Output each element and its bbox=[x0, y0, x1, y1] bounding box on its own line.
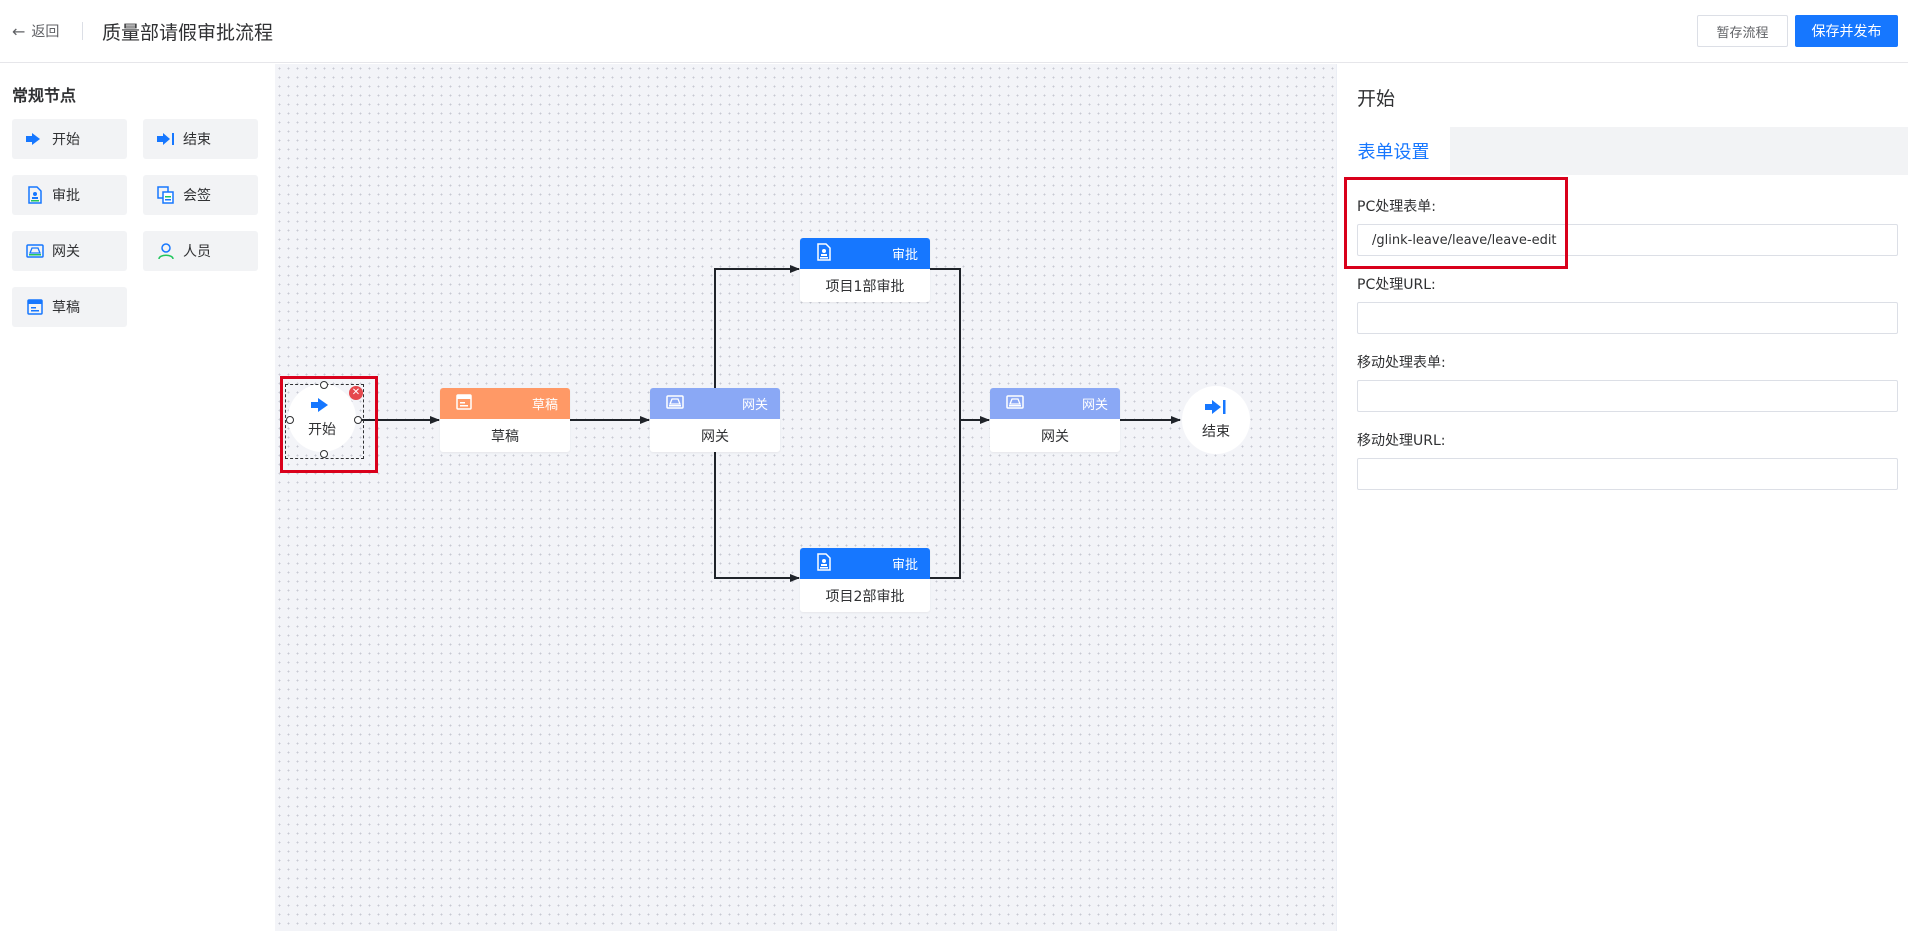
palette-item-person[interactable]: 人员 bbox=[143, 231, 258, 271]
start-arrow-icon bbox=[26, 130, 44, 148]
draft-icon bbox=[456, 393, 472, 414]
approve-doc-icon bbox=[816, 242, 832, 265]
properties-panel: 开始 表单设置 PC处理表单: PC处理URL: 移动处理表单: 移动处理URL… bbox=[1336, 64, 1908, 931]
palette-item-gateway[interactable]: 网关 bbox=[12, 231, 127, 271]
palette-item-label: 审批 bbox=[52, 188, 80, 204]
gateway-node-header: 网关 bbox=[990, 388, 1120, 419]
palette-item-label: 人员 bbox=[183, 244, 211, 260]
back-label: 返回 bbox=[31, 24, 60, 40]
approve-node-2[interactable]: 审批 项目2部审批 bbox=[800, 548, 930, 612]
edge-approve2-gateway2 bbox=[929, 420, 961, 579]
approve-doc-icon bbox=[816, 552, 832, 575]
person-icon bbox=[157, 242, 175, 260]
gateway-node-label: 网关 bbox=[1041, 428, 1069, 445]
approve-doc-icon bbox=[26, 186, 44, 204]
draft-icon bbox=[26, 298, 44, 316]
anchor-bottom[interactable] bbox=[320, 450, 328, 458]
gateway-node-header: 网关 bbox=[650, 388, 780, 419]
flow-canvas[interactable]: 开始 ✕ 草稿 草稿 网关 网关 审批 项 bbox=[275, 64, 1336, 931]
draft-node[interactable]: 草稿 草稿 bbox=[440, 388, 570, 452]
gateway-icon bbox=[666, 394, 684, 414]
palette-item-end[interactable]: 结束 bbox=[143, 119, 258, 159]
anchor-right[interactable] bbox=[354, 416, 362, 424]
approve-node-type: 审批 bbox=[891, 558, 918, 573]
palette-item-countersign[interactable]: 会签 bbox=[143, 175, 258, 215]
header-divider bbox=[82, 22, 83, 40]
save-draft-button[interactable]: 暂存流程 bbox=[1697, 15, 1788, 47]
draft-node-type: 草稿 bbox=[531, 398, 558, 413]
highlight-pc-form bbox=[1344, 177, 1568, 269]
edge-approve1-gateway2 bbox=[929, 268, 961, 420]
gateway-node-label: 网关 bbox=[701, 428, 729, 445]
gateway-node-2[interactable]: 网关 网关 bbox=[990, 388, 1120, 452]
approve-node-label: 项目2部审批 bbox=[825, 588, 905, 605]
edge-gateway-approve1 bbox=[714, 265, 800, 389]
approve-node-label: 项目1部审批 bbox=[825, 278, 905, 295]
mobile-url-input[interactable] bbox=[1357, 458, 1898, 490]
palette-item-draft[interactable]: 草稿 bbox=[12, 287, 127, 327]
pc-form-input[interactable] bbox=[1357, 224, 1898, 256]
end-arrow-icon bbox=[1205, 399, 1227, 419]
palette-item-label: 会签 bbox=[183, 188, 211, 204]
palette-item-label: 开始 bbox=[52, 132, 80, 148]
anchor-top[interactable] bbox=[320, 381, 328, 389]
start-node[interactable]: 开始 bbox=[288, 384, 356, 452]
end-node[interactable]: 结束 bbox=[1182, 386, 1250, 454]
approve-node-1[interactable]: 审批 项目1部审批 bbox=[800, 238, 930, 302]
gateway-icon bbox=[26, 242, 44, 260]
node-palette: 常规节点 开始 结束 审批 会签 网关 人员 bbox=[0, 64, 275, 931]
start-arrow-icon bbox=[311, 397, 333, 417]
gateway-node-1[interactable]: 网关 网关 bbox=[650, 388, 780, 452]
end-arrow-icon bbox=[157, 130, 175, 148]
pc-url-label: PC处理URL: bbox=[1357, 277, 1436, 293]
tab-form-settings[interactable]: 表单设置 bbox=[1337, 127, 1450, 175]
gateway-node-type: 网关 bbox=[1081, 398, 1108, 413]
pc-form-label: PC处理表单: bbox=[1357, 199, 1436, 215]
top-header: ← 返回 质量部请假审批流程 暂存流程 保存并发布 bbox=[0, 0, 1908, 63]
connector-layer bbox=[355, 265, 1181, 582]
approve-node-header: 审批 bbox=[800, 238, 930, 269]
gateway-icon bbox=[1006, 394, 1024, 414]
palette-title: 常规节点 bbox=[12, 86, 77, 105]
highlight-start-node bbox=[280, 376, 378, 473]
anchor-left[interactable] bbox=[286, 416, 294, 424]
palette-item-label: 网关 bbox=[52, 244, 80, 260]
countersign-icon bbox=[157, 186, 175, 204]
approve-node-type: 审批 bbox=[891, 248, 918, 263]
end-node-label: 结束 bbox=[1202, 424, 1230, 440]
save-publish-button[interactable]: 保存并发布 bbox=[1795, 15, 1898, 47]
mobile-form-label: 移动处理表单: bbox=[1357, 355, 1446, 371]
draft-node-label: 草稿 bbox=[491, 428, 519, 445]
palette-item-label: 结束 bbox=[183, 132, 211, 148]
edge-gateway-approve2 bbox=[714, 452, 800, 582]
mobile-form-input[interactable] bbox=[1357, 380, 1898, 412]
back-button[interactable]: ← 返回 bbox=[12, 21, 59, 41]
draft-node-header: 草稿 bbox=[440, 388, 570, 419]
gateway-node-type: 网关 bbox=[741, 398, 768, 413]
approve-node-header: 审批 bbox=[800, 548, 930, 579]
mobile-url-label: 移动处理URL: bbox=[1357, 433, 1446, 449]
panel-title: 开始 bbox=[1357, 88, 1396, 110]
palette-item-label: 草稿 bbox=[52, 300, 80, 316]
start-node-label: 开始 bbox=[308, 422, 336, 438]
delete-node-icon[interactable]: ✕ bbox=[349, 386, 363, 400]
pc-url-input[interactable] bbox=[1357, 302, 1898, 334]
page-title: 质量部请假审批流程 bbox=[102, 22, 274, 44]
palette-item-approve[interactable]: 审批 bbox=[12, 175, 127, 215]
palette-item-start[interactable]: 开始 bbox=[12, 119, 127, 159]
arrow-left-icon: ← bbox=[12, 21, 26, 41]
panel-tabbar: 表单设置 bbox=[1337, 127, 1908, 175]
